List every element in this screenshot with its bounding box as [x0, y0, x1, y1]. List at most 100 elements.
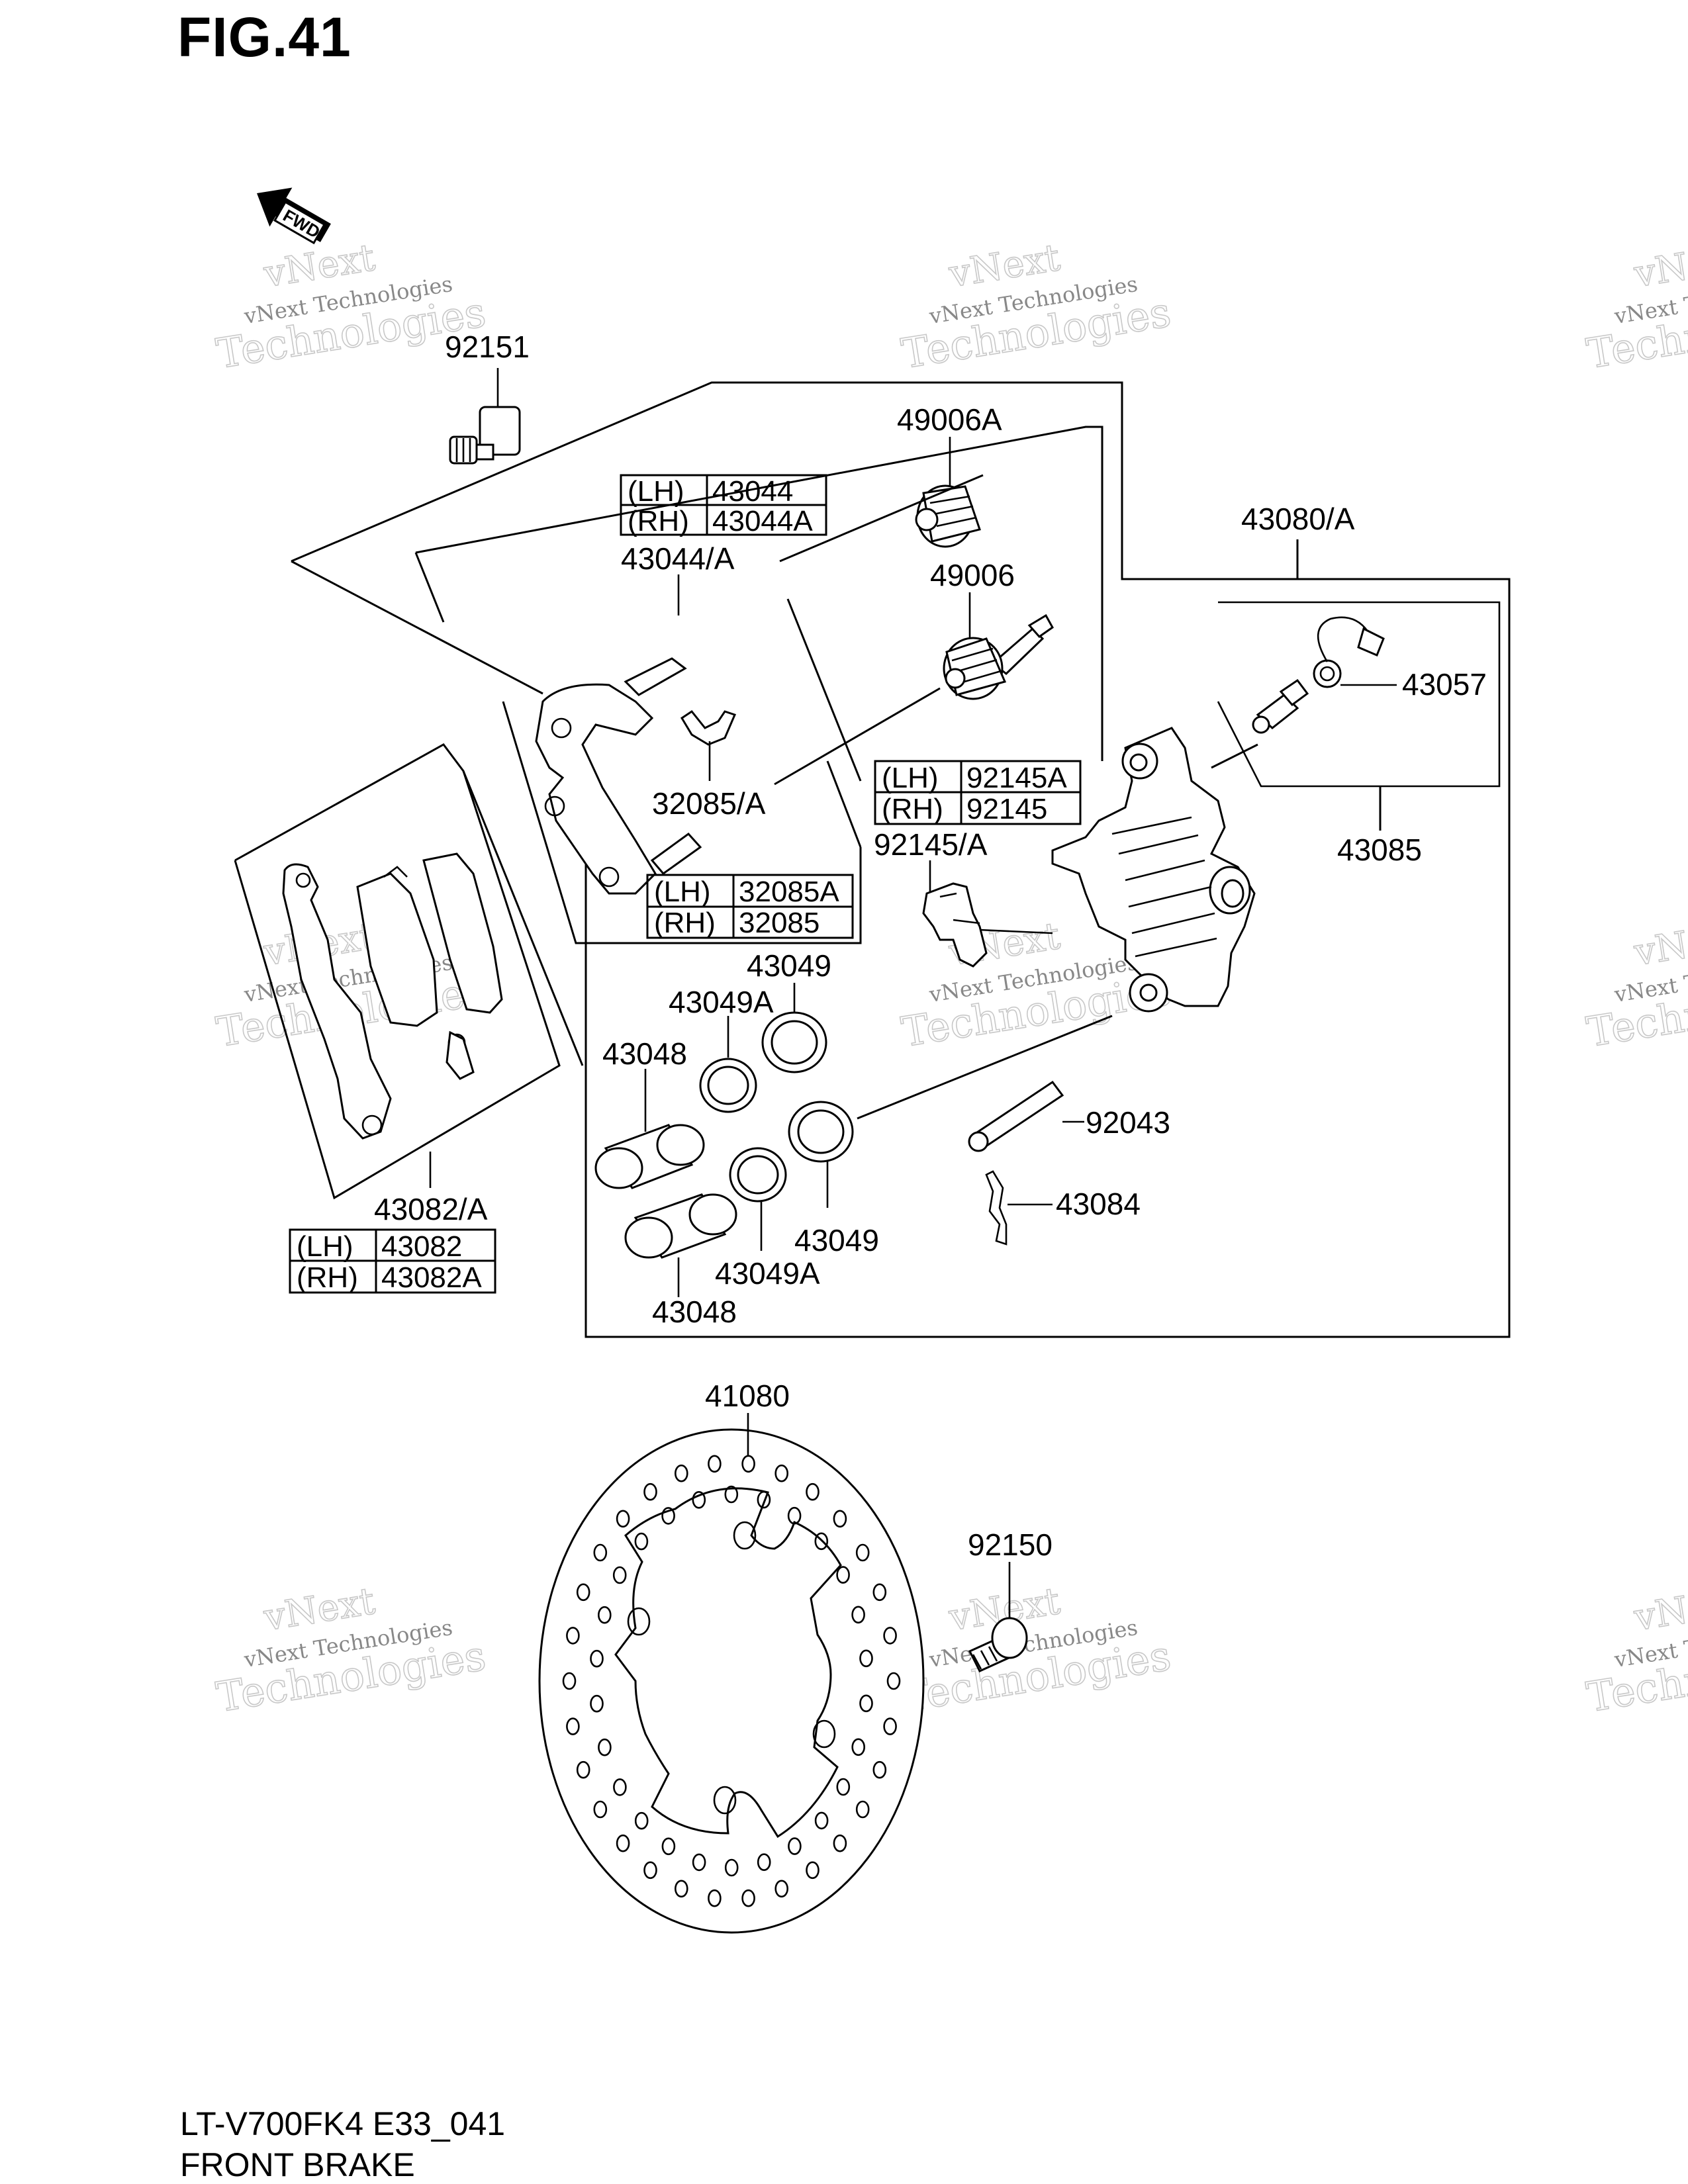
disc-vent-hole [643, 1861, 657, 1880]
variant-table-32085: (LH) 32085A (RH) 32085 [646, 874, 854, 939]
label-43044-a: 43044/A [621, 541, 735, 576]
piston-43048-lower [624, 1193, 737, 1259]
disc-vent-hole [612, 1566, 627, 1584]
disc-vent-hole [643, 1482, 657, 1501]
disc-vent-hole [616, 1834, 630, 1852]
disc-vent-hole [757, 1853, 771, 1871]
disc-vent-hole [836, 1778, 851, 1796]
label-43049-top: 43049 [747, 948, 831, 983]
watermark: vNext vNext Technologies Technologies [898, 1579, 1174, 1722]
pad-pin-axis [979, 929, 1053, 934]
disc-vent-hole [576, 1760, 590, 1779]
disc-vent-hole [576, 1583, 590, 1602]
boot-49006a [915, 484, 981, 548]
table-43082-rh-part: 43082A [381, 1261, 482, 1294]
frame-diag-1 [786, 598, 862, 782]
seal-43049-lower [788, 1101, 854, 1163]
pad-pin-92043 [968, 1080, 1064, 1152]
disc-vent-hole [593, 1800, 608, 1819]
disc-vent-hole [634, 1811, 649, 1830]
table-43082-lh-side: (LH) [297, 1230, 353, 1263]
disc-vent-hole [814, 1811, 829, 1830]
table-43044-lh-part: 43044 [712, 475, 793, 508]
model-code: LT-V700FK4 E33_041 [180, 2105, 506, 2142]
disc-vent-hole [566, 1717, 580, 1735]
pad-spring-32085 [680, 709, 737, 746]
disc-vent-hole [883, 1717, 897, 1735]
table-43044-rh-side: (RH) [628, 505, 689, 537]
bracket-outline [415, 426, 1103, 761]
label-43048-bottom: 43048 [652, 1295, 737, 1329]
bracket-frame-left [414, 552, 445, 623]
disc-vent-hole [788, 1837, 802, 1855]
piston-43048-upper [594, 1124, 705, 1189]
disc-vent-hole [851, 1738, 865, 1756]
disc-vent-hole [708, 1455, 722, 1473]
svg-text:vNext: vNext [1631, 1580, 1688, 1640]
disc-vent-hole [855, 1543, 870, 1562]
disc-vent-hole [562, 1672, 577, 1690]
disc-vent-hole [833, 1510, 847, 1528]
disc-vent-hole [634, 1532, 649, 1551]
bolt-92151 [449, 406, 521, 465]
disc-vent-hole [833, 1834, 847, 1852]
brake-disc-41080 [538, 1428, 925, 1934]
watermark: vNext vNext Technologies Technologies [212, 1579, 489, 1722]
disc-vent-hole [590, 1694, 604, 1713]
disc-vent-hole [692, 1491, 706, 1509]
label-32085-a: 32085/A [652, 786, 766, 821]
disc-vent-hole [675, 1880, 688, 1898]
table-92145-lh-part: 92145A [966, 762, 1067, 794]
disc-vent-hole [787, 1506, 802, 1525]
label-43049a-bottom: 43049A [715, 1256, 820, 1291]
label-43084: 43084 [1056, 1187, 1141, 1221]
disc-vent-hole [661, 1507, 675, 1525]
label-43085: 43085 [1337, 833, 1422, 867]
table-43044-lh-side: (LH) [628, 475, 684, 508]
label-49006a: 49006A [897, 402, 1002, 437]
disc-vent-holes [562, 1455, 901, 1907]
caliper-body [1051, 727, 1256, 1013]
disc-vent-hole [814, 1532, 829, 1551]
watermark: vNext vNext Technologies Technologies [898, 236, 1174, 379]
pad-spring-92145 [922, 882, 988, 968]
disc-vent-hole [757, 1490, 771, 1509]
disc-vent-hole [708, 1889, 722, 1907]
table-43044-rh-part: 43044A [712, 505, 813, 537]
bleeder-valve-43085 [1252, 678, 1309, 734]
section-name: FRONT BRAKE [180, 2146, 415, 2183]
disc-vent-hole [724, 1858, 739, 1877]
disc-vent-hole [774, 1880, 788, 1898]
bleeder-kit-outline [1217, 601, 1501, 788]
piston-axis [857, 1015, 1113, 1120]
boot-49006 [943, 614, 1054, 700]
label-43049-bottom: 43049 [794, 1223, 879, 1257]
seal-43049-upper [761, 1011, 827, 1073]
brake-pad-set-43082 [282, 852, 503, 1140]
disc-vent-hole [598, 1738, 612, 1756]
table-92145-rh-part: 92145 [966, 793, 1047, 825]
clip-43084 [985, 1170, 1008, 1246]
disc-vent-hole [872, 1760, 887, 1779]
label-43057: 43057 [1402, 667, 1487, 702]
disc-vent-hole [613, 1778, 627, 1796]
label-41080: 41080 [705, 1379, 790, 1413]
svg-text:vNext: vNext [1631, 915, 1688, 975]
table-32085-rh-part: 32085 [739, 907, 820, 939]
disc-vent-hole [836, 1566, 850, 1584]
variant-table-43044: (LH) 43044 (RH) 43044A [620, 474, 827, 537]
disc-vent-hole [724, 1485, 739, 1504]
disc-vent-hole [855, 1800, 870, 1819]
disc-vent-hole [883, 1627, 897, 1645]
seal-43049a-upper [699, 1058, 757, 1113]
disc-vent-hole [566, 1627, 580, 1645]
disc-vent-hole [806, 1482, 820, 1501]
table-43082-rh-side: (RH) [297, 1261, 358, 1294]
bolt-92151-leader [291, 560, 543, 695]
table-32085-rh-side: (RH) [654, 907, 716, 939]
disc-vent-hole [593, 1543, 608, 1562]
caliper-assembly-outline [291, 381, 1511, 1338]
bracket-frame-low [502, 701, 862, 944]
figure-title: FIG.41 [177, 6, 352, 68]
boot-pin-axis-upper [779, 474, 984, 563]
